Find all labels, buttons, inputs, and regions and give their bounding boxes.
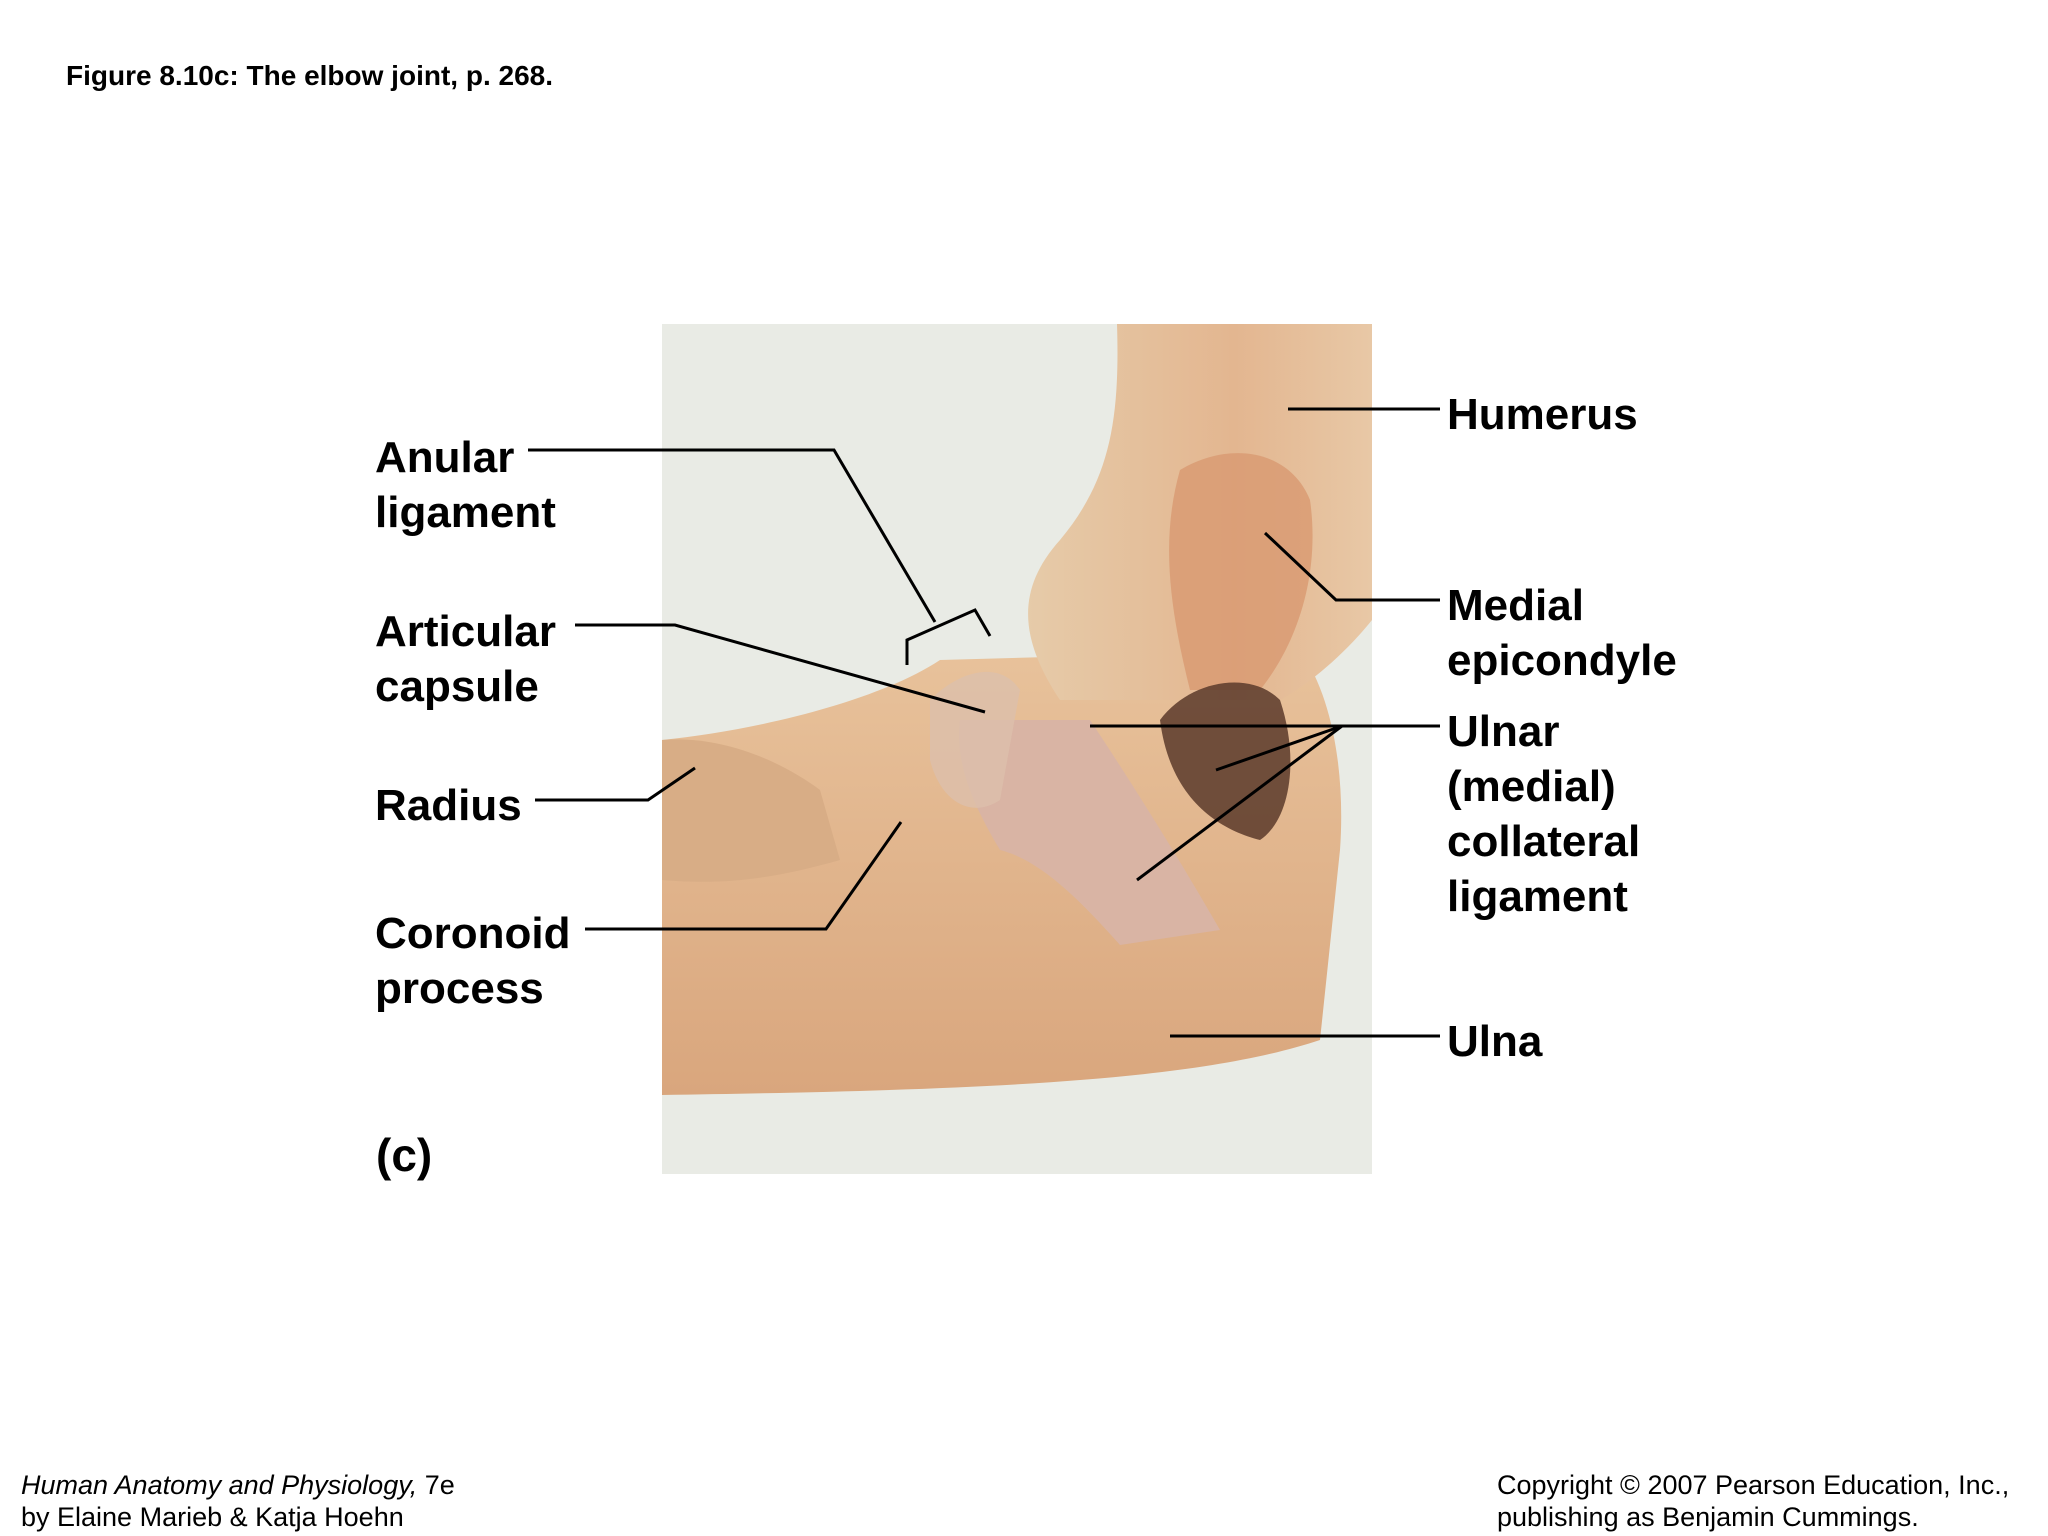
footer-copyright: Copyright © 2007 Pearson Education, Inc.… [1497, 1470, 2010, 1532]
coronoid-leader-line [585, 821, 903, 931]
articular-leader-line [575, 623, 986, 714]
leader-lines [528, 407, 1440, 1038]
label-humerus: Humerus [1447, 390, 1638, 439]
radius-shape [662, 739, 840, 882]
label-anular-ligament: Anular ligament [375, 433, 556, 537]
medial-epicondyle-shape [1169, 453, 1313, 690]
anular-bracket [905, 608, 992, 665]
trochlear-notch-shape [1160, 682, 1291, 840]
panel-label: (c) [376, 1129, 433, 1181]
label-ulna: Ulna [1447, 1017, 1543, 1066]
ulnar-collateral-leader-branch-2 [1136, 724, 1343, 882]
footer-book-title: Human Anatomy and Physiology, [21, 1470, 418, 1500]
label-coronoid-process: Coronoid process [375, 909, 571, 1013]
label-radius: Radius [375, 781, 522, 830]
ulnar-collateral-leader-branch-1 [1215, 724, 1343, 772]
label-medial-epicondyle: Medial epicondyle [1447, 581, 1677, 685]
label-ulnar-collateral-ligament: Ulnar (medial) collateral ligament [1447, 707, 1641, 921]
footer-authors: by Elaine Marieb & Katja Hoehn [21, 1502, 404, 1532]
label-articular-capsule: Articular capsule [375, 607, 556, 711]
articular-capsule-shape [930, 671, 1020, 808]
radius-leader-line [535, 766, 696, 802]
footer-book-credit: Human Anatomy and Physiology, 7e by Elai… [21, 1469, 455, 1533]
anular-leader-line [528, 448, 937, 623]
medial-epicondyle-leader-line [1263, 531, 1440, 602]
footer-book-line: Human Anatomy and Physiology, 7e [21, 1469, 455, 1501]
figure-title: Figure 8.10c: The elbow joint, p. 268. [66, 60, 553, 91]
footer-edition: 7e [417, 1470, 455, 1500]
ulnar-collateral-ligament-shape [959, 720, 1220, 945]
